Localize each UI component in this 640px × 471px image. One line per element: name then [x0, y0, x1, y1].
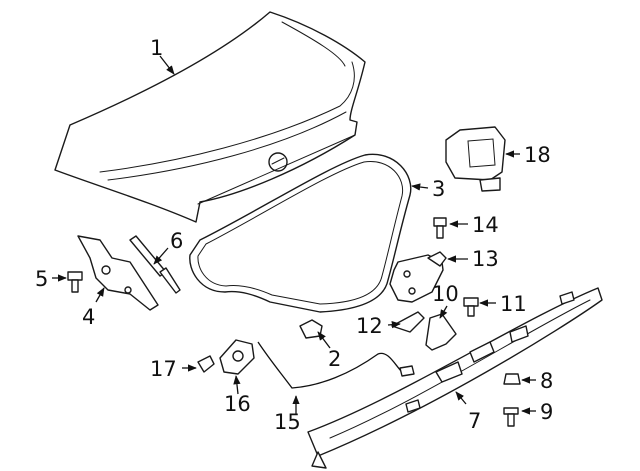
bolt-14-part: [433, 217, 447, 239]
handle-16-part: [219, 339, 255, 375]
bracket-12-part: [391, 311, 425, 333]
callout-16: 16: [224, 392, 251, 416]
callout-1: 1: [150, 36, 163, 60]
latch-part: [389, 251, 447, 303]
clip-8-part: [503, 373, 521, 385]
screw-9-part: [503, 407, 519, 427]
callout-13: 13: [472, 247, 499, 271]
callout-14: 14: [472, 213, 499, 237]
callout-17: 17: [150, 357, 177, 381]
callout-10: 10: [432, 282, 459, 306]
callout-18: 18: [524, 143, 551, 167]
callout-12: 12: [356, 314, 383, 338]
callout-labels: 1 2 3 4 5 6 7 8 9 10 11 12 13 14 15 16 1…: [35, 36, 553, 434]
control-module-part: [445, 126, 506, 192]
weatherstrip-seal-part: [189, 153, 412, 313]
callout-2: 2: [328, 347, 341, 371]
clip-17-part: [197, 355, 215, 373]
callout-5: 5: [35, 267, 48, 291]
gas-strut-part: [129, 235, 181, 294]
bolt-5-part: [67, 271, 83, 293]
screw-11-part: [463, 297, 479, 317]
callout-8: 8: [540, 369, 553, 393]
callout-15: 15: [274, 410, 301, 434]
callout-6: 6: [170, 229, 183, 253]
callout-11: 11: [500, 292, 527, 316]
trunk-lid-part: [54, 11, 366, 223]
callout-3: 3: [432, 177, 445, 201]
garnish-panel-part: [307, 287, 603, 469]
hinge-part: [77, 235, 159, 311]
callout-7: 7: [468, 409, 481, 433]
callout-4: 4: [82, 305, 95, 329]
cable-15-part: [257, 341, 415, 389]
bracket-10-part: [425, 313, 457, 351]
callout-9: 9: [540, 400, 553, 424]
leader-lines: [52, 55, 536, 415]
bumper-stop-part: [299, 319, 323, 339]
